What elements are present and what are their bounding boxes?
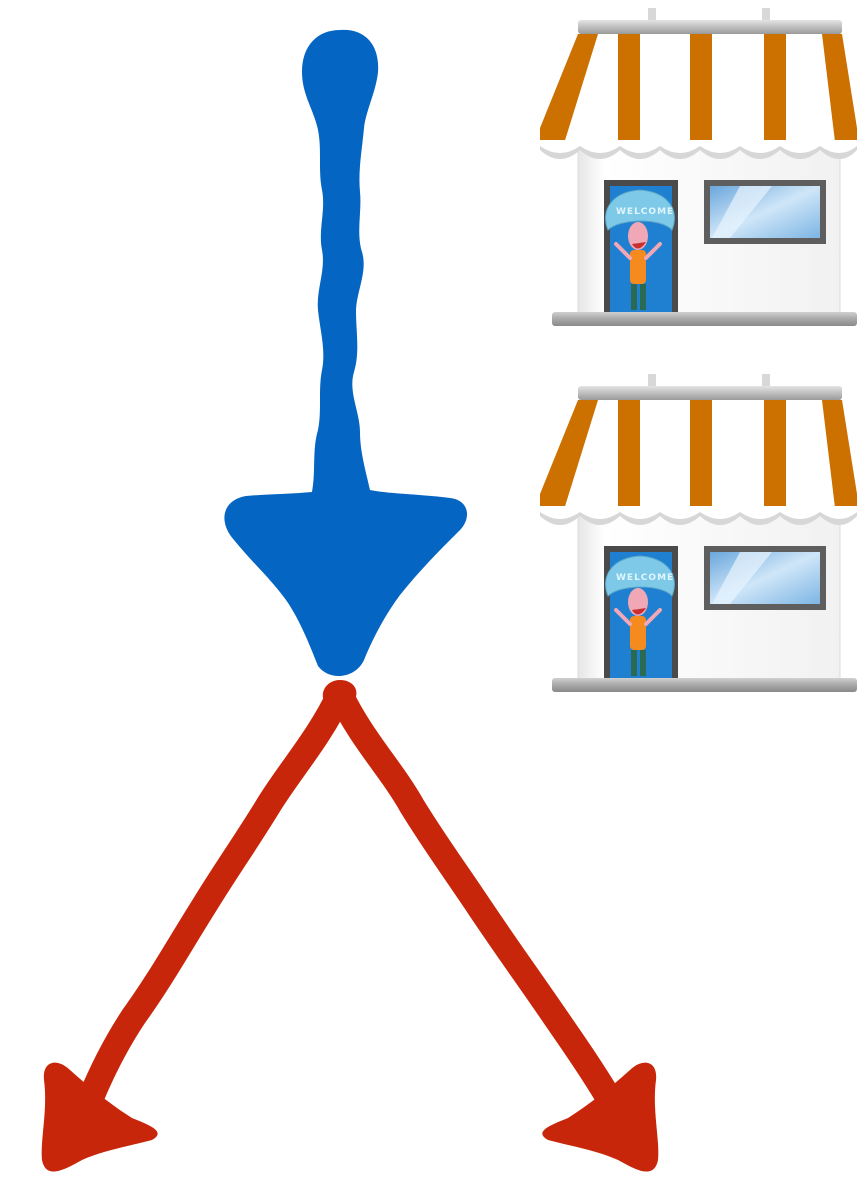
- welcome-sign-text: WELCOME: [616, 573, 674, 583]
- welcome-sign-text: WELCOME: [616, 207, 674, 217]
- storefront-icon: WELCOME: [540, 0, 857, 330]
- storefront-icon: WELCOME: [540, 366, 857, 696]
